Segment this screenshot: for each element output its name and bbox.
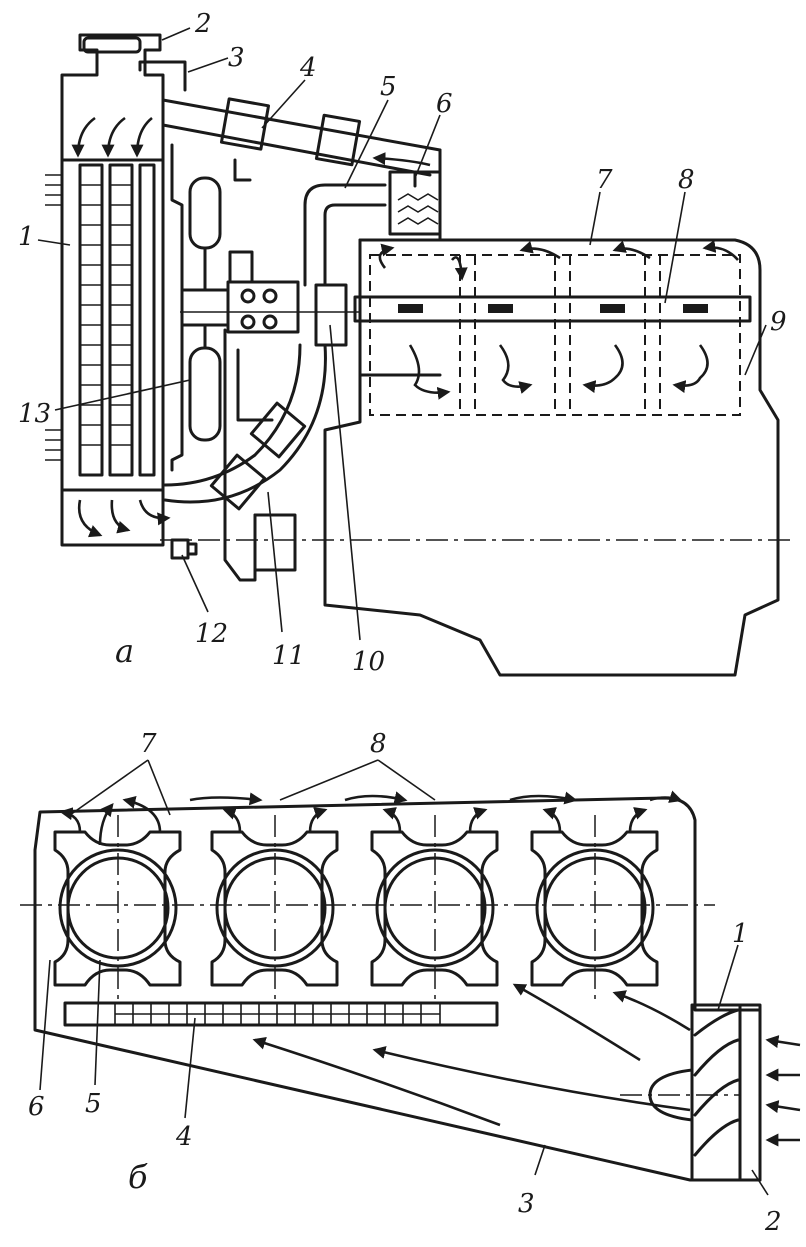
label-b-2: 2	[764, 1207, 782, 1237]
label-b-3: 3	[518, 1189, 535, 1219]
engine-block	[160, 148, 790, 677]
label-a-4: 4	[299, 53, 317, 83]
label-a-8: 8	[678, 165, 695, 195]
label-b-8: 8	[370, 729, 387, 759]
outlet-arrows	[59, 790, 683, 846]
thermostat	[388, 170, 442, 236]
label-b-5: 5	[85, 1089, 102, 1119]
overflow-pipe	[138, 60, 187, 92]
label-a-9: 9	[770, 307, 787, 337]
label-b-4: 4	[175, 1122, 193, 1152]
water-pump-fan	[170, 143, 360, 472]
diagram-a-liquid-cooling: 2 3 4 5 6 7 8 9 1 13 12 11 10 а	[18, 9, 790, 677]
label-a-1: 1	[18, 222, 35, 252]
cylinders	[53, 830, 659, 987]
caption-b: б	[128, 1158, 148, 1196]
leader-lines-b	[39, 759, 769, 1196]
radiator	[45, 33, 198, 560]
label-b-7: 7	[140, 729, 157, 759]
label-a-2: 2	[194, 9, 212, 39]
label-a-5: 5	[380, 72, 397, 102]
fan	[648, 1003, 762, 1182]
label-b-6: 6	[28, 1092, 45, 1122]
caption-a: а	[115, 632, 134, 670]
label-a-12: 12	[195, 619, 228, 649]
oil-cooler	[63, 1001, 499, 1027]
upper-hose	[161, 97, 442, 177]
label-a-7: 7	[596, 165, 613, 195]
label-a-13: 13	[18, 399, 51, 429]
diagram-b-air-cooling: 7 8 1 6 5 4 3 2 б	[20, 729, 801, 1237]
label-a-11: 11	[272, 641, 305, 671]
leader-lines-a	[37, 27, 767, 641]
hoses	[163, 183, 387, 582]
label-a-10: 10	[352, 647, 385, 677]
label-a-6: 6	[436, 89, 453, 119]
label-b-1: 1	[732, 919, 749, 949]
label-a-3: 3	[228, 43, 245, 73]
